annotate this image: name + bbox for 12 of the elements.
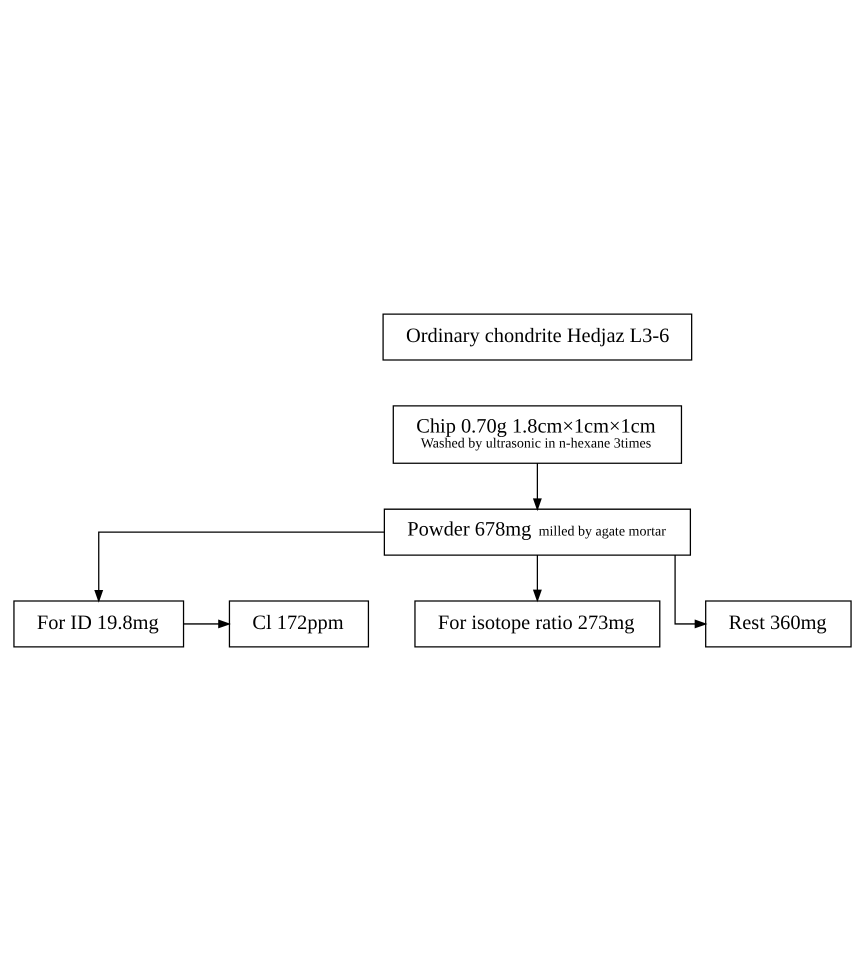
arrow bbox=[674, 555, 708, 628]
node-box: Cl 172ppm bbox=[228, 600, 370, 648]
node-box: Ordinary chondrite Hedjaz L3-6 bbox=[382, 313, 692, 361]
node-box: Powder 678mg milled by agate mortar bbox=[384, 508, 692, 556]
node-box: For ID 19.8mg bbox=[13, 600, 184, 648]
node-box: Chip 0.70g 1.8cm×1cm×1cm Washed by ultrasonic in n-hexane 3times bbox=[392, 405, 682, 464]
arrow bbox=[184, 619, 231, 628]
arrow bbox=[94, 532, 384, 603]
node-box: For isotope ratio 273mg bbox=[414, 600, 660, 648]
arrow bbox=[532, 555, 542, 602]
arrow bbox=[532, 463, 542, 512]
node-box: Rest 360mg bbox=[705, 600, 852, 648]
